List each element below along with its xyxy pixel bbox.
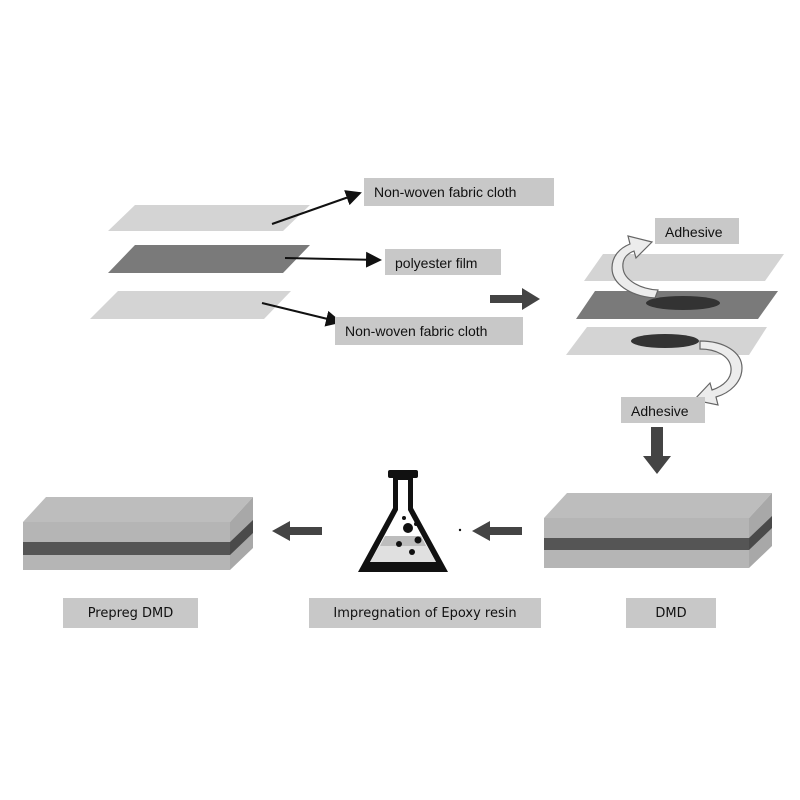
prepreg-core-layer [23,542,230,555]
right-top-fabric [584,254,784,281]
arrow-left-1 [472,521,522,541]
dmd-core-layer [544,538,749,550]
arrow-down [643,427,671,474]
bottom-fabric-leader [261,302,342,327]
prepreg-top-face [23,497,253,522]
bottom-fabric-layer [90,291,291,319]
label-bottom-fabric: Non-woven fabric cloth [335,317,523,345]
label-top-fabric: Non-woven fabric cloth [364,178,554,206]
label-dmd: DMD [626,598,716,628]
prepreg-bottom-layer [23,555,230,570]
flask-icon [358,470,462,572]
film-leader [284,251,382,268]
curved-arrow-bottom [692,340,743,406]
label-prepreg-dmd: Prepreg DMD [63,598,198,628]
top-fabric-leader [271,190,362,225]
arrow-left-2 [272,521,322,541]
adhesive-spot-bottom [631,334,699,348]
prepreg-right-core [230,520,253,555]
label-adhesive-bottom: Adhesive [621,397,705,423]
curved-arrow-top [611,235,659,299]
label-polyester-film: polyester film [385,249,501,275]
polyester-film-layer [108,245,310,273]
arrow-right-1 [490,288,540,310]
adhesive-spot-top [646,296,720,310]
dmd-right-core [749,516,772,550]
dmd-top-face [544,493,772,518]
prepreg-top-layer [23,522,230,542]
label-adhesive-top: Adhesive [655,218,739,244]
top-fabric-layer [108,205,310,231]
dmd-bottom-layer [544,550,749,568]
dmd-top-layer [544,518,749,538]
label-impregnation: Impregnation of Epoxy resin [309,598,541,628]
